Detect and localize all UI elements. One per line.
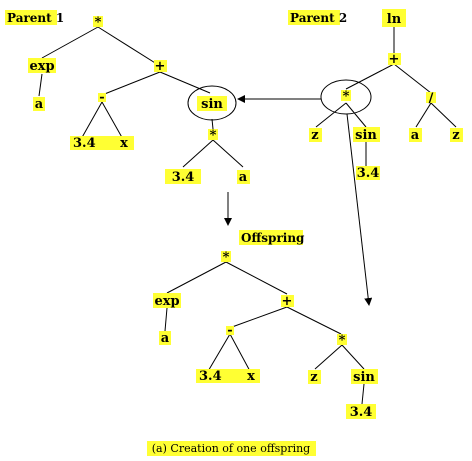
svg-text:(a) Creation of one offspring: (a) Creation of one offspring <box>152 442 310 455</box>
svg-text:3.4: 3.4 <box>199 369 222 384</box>
svg-text:*: * <box>343 89 350 104</box>
parent1-root-node: * <box>93 15 103 30</box>
svg-text:*: * <box>223 250 230 265</box>
svg-text:a: a <box>239 170 248 185</box>
parent1-sin-node: sin <box>197 96 227 112</box>
parent1-a2-node: a <box>237 170 250 185</box>
offspring-z-node: z <box>308 370 321 385</box>
svg-text:sin: sin <box>355 128 377 143</box>
svg-text:exp: exp <box>154 294 179 309</box>
parent1-plus-node: + <box>154 59 167 74</box>
parent1-const2-node: 3.4 <box>165 169 201 185</box>
svg-text:3.4: 3.4 <box>357 166 380 181</box>
parent2-const-node: 3.4 <box>356 166 380 181</box>
parent1-minus-node: - <box>98 90 106 105</box>
offspring-minus-node: - <box>226 323 234 338</box>
offspring-const-x-node: 3.4 x <box>196 369 260 384</box>
offspring-edges <box>164 261 365 405</box>
svg-text:*: * <box>210 128 217 143</box>
svg-text:ln: ln <box>387 12 402 27</box>
svg-text:/: / <box>429 91 434 106</box>
parent2-z-node: z <box>309 128 322 143</box>
svg-text:a: a <box>35 97 44 112</box>
parent2-label: Parent 2 <box>288 10 347 25</box>
subtree-arrow <box>346 113 373 306</box>
offspring-label: Offspring <box>239 230 305 245</box>
svg-text:+: + <box>389 52 400 67</box>
offspring-times-node: * <box>337 333 347 348</box>
parent1-const-x-node: 3.4 x <box>70 136 134 151</box>
svg-text:+: + <box>282 294 293 309</box>
parent2-times-node: * <box>341 89 351 104</box>
parent1-a-node: a <box>33 97 45 112</box>
figure-caption: (a) Creation of one offspring <box>147 441 316 456</box>
svg-text:z: z <box>311 128 318 143</box>
offspring-plus-node: + <box>281 294 294 309</box>
parent2-z2-node: z <box>450 128 463 143</box>
svg-text:sin: sin <box>201 97 223 112</box>
parent1-label: Parent 1 <box>5 10 64 25</box>
svg-text:*: * <box>339 333 346 348</box>
parent1-edges <box>38 26 244 168</box>
offspring-const2-node: 3.4 <box>346 404 376 420</box>
parent2-edges <box>315 27 457 166</box>
svg-text:*: * <box>95 15 102 30</box>
svg-text:z: z <box>310 370 317 385</box>
parent2-plus-node: + <box>388 52 401 67</box>
svg-text:a: a <box>411 128 420 143</box>
parent2-divide-node: / <box>426 91 436 106</box>
svg-text:3.4: 3.4 <box>172 170 195 185</box>
svg-text:3.4: 3.4 <box>73 136 96 151</box>
svg-text:a: a <box>161 331 170 346</box>
svg-text:+: + <box>155 59 166 74</box>
offspring-a-node: a <box>159 331 171 346</box>
svg-text:-: - <box>99 90 104 105</box>
svg-text:x: x <box>247 369 255 384</box>
parent1-times-node: * <box>208 128 218 143</box>
offspring-root-node: * <box>221 250 231 265</box>
parent2-sin-node: sin <box>353 127 380 143</box>
svg-text:Parent 1: Parent 1 <box>7 11 64 25</box>
svg-text:exp: exp <box>29 59 54 74</box>
svg-text:Parent 2: Parent 2 <box>290 11 347 25</box>
svg-text:Offspring: Offspring <box>241 231 305 245</box>
svg-text:3.4: 3.4 <box>350 405 373 420</box>
svg-text:sin: sin <box>353 370 375 385</box>
svg-text:-: - <box>227 323 232 338</box>
svg-text:z: z <box>452 128 459 143</box>
parent2-a-node: a <box>409 128 422 143</box>
svg-text:x: x <box>120 136 128 151</box>
offspring-sin-node: sin <box>351 369 378 385</box>
parent1-exp-node: exp <box>28 58 56 74</box>
offspring-exp-node: exp <box>153 293 181 309</box>
parent2-ln-node: ln <box>382 9 406 27</box>
